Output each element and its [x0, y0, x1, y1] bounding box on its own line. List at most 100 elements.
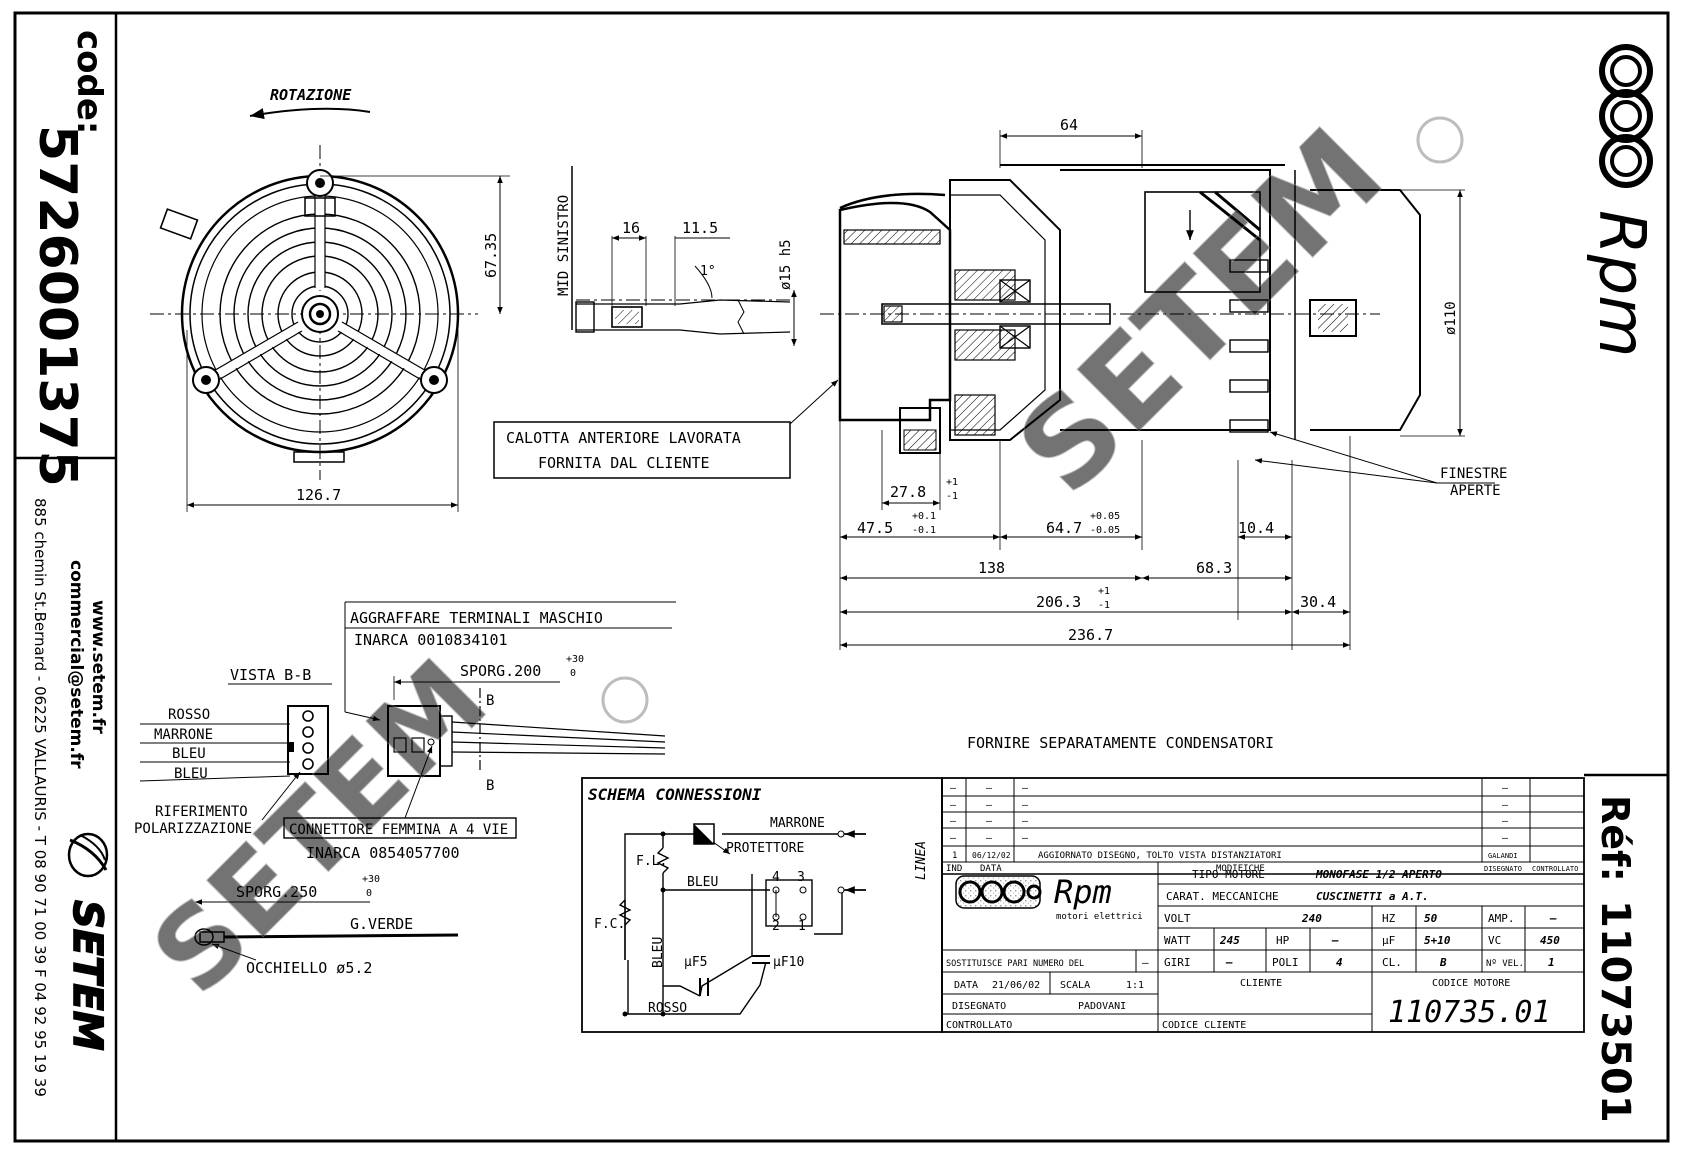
- rev-row-5-n: 1: [952, 851, 957, 861]
- crimp-note: AGGRAFFARE TERMINALI MASCHIO: [350, 609, 603, 627]
- side-dim-top: 64: [1060, 116, 1078, 134]
- sporg-200-tol-b: 0: [570, 668, 576, 679]
- sostituisce-value: –: [1142, 956, 1149, 969]
- hp-label: HP: [1276, 934, 1290, 947]
- left-side-band: code: 5726001375 www.setem.fr commercial…: [27, 30, 111, 1097]
- term-1: 1: [798, 919, 806, 934]
- shaft-angle: 1°: [700, 264, 716, 279]
- rev-row-1-t: –: [1022, 783, 1029, 794]
- schema-rosso: ROSSO: [648, 1001, 687, 1016]
- cliente-label: CLIENTE: [1240, 978, 1282, 989]
- female-conn: CONNETTORE FEMMINA A 4 VIE: [289, 822, 508, 838]
- scala-label: SCALA: [1060, 980, 1090, 991]
- sporg-200: SPORG.200: [460, 662, 541, 680]
- schema-title: SCHEMA CONNESSIONI: [588, 785, 762, 804]
- rev-row-2-s: –: [1502, 800, 1509, 811]
- rev-row-1-d: –: [986, 783, 993, 794]
- schema-fl: F.L.: [636, 854, 667, 869]
- connector-detail: AGGRAFFARE TERMINALI MASCHIO INARCA 0010…: [134, 601, 676, 977]
- hdr-modifiche: MODIFICHE: [1216, 864, 1265, 874]
- rev-row-5-d: 06/12/02: [972, 851, 1011, 860]
- capacitor-note: FORNIRE SEPARATAMENTE CONDENSATORI: [967, 734, 1274, 752]
- hdr-controllato: CONTROLLATO: [1532, 865, 1578, 873]
- rev-row-2-d: –: [986, 800, 993, 811]
- nvel-value: 1: [1548, 956, 1555, 969]
- rpm-logo-icon: [1599, 44, 1653, 188]
- volt-label: VOLT: [1164, 912, 1191, 925]
- tol-47-5-b: -0.1: [912, 525, 936, 536]
- side-dim-dia: ø110: [1443, 301, 1459, 335]
- dim-206-3: 206.3: [1036, 593, 1081, 611]
- dim-64-7: 64.7: [1046, 519, 1082, 537]
- tol-27-8-a: +1: [946, 477, 958, 488]
- rev-row-3-t: –: [1022, 816, 1029, 827]
- shaft-side-label: MID SINISTRO: [556, 195, 572, 296]
- disegnato-value: PADOVANI: [1078, 1001, 1126, 1012]
- cl-label: CL.: [1382, 956, 1402, 969]
- setem-logo-icon: [67, 832, 109, 878]
- callout-front-cap-line2: FORNITA DAL CLIENTE: [538, 454, 710, 472]
- shaft-dim-b: 11.5: [682, 219, 718, 237]
- term-4: 4: [772, 870, 780, 885]
- website: www.setem.fr: [88, 600, 108, 734]
- rev-row-3-d: –: [986, 816, 993, 827]
- outer-frame: [13, 11, 1670, 1143]
- dim-30-4: 30.4: [1300, 593, 1336, 611]
- title-logo-rpm: Rpm: [1054, 873, 1112, 911]
- vista-label: VISTA B-B: [230, 666, 311, 684]
- sporg-250-tol-b: 0: [366, 888, 372, 899]
- poli-value: 4: [1336, 956, 1343, 969]
- schema-bleu-2: BLEU: [651, 937, 666, 968]
- rev-row-1-n: –: [950, 783, 957, 794]
- address: 885 chemin St.Bernard - 06225 VALLAURIS …: [31, 498, 49, 1097]
- tipo-label: TIPO MOTORE: [1192, 868, 1265, 881]
- rev-row-4-n: –: [950, 833, 957, 844]
- dim-height: 67.35: [482, 233, 500, 278]
- giri-label: GIRI: [1164, 956, 1191, 969]
- code-number: 5726001375: [27, 125, 87, 487]
- dim-138: 138: [978, 559, 1005, 577]
- tol-206-3-b: -1: [1098, 600, 1110, 611]
- inarca-male: INARCA 0010834101: [354, 631, 508, 649]
- schema-linea: LINEA: [914, 841, 929, 880]
- watt-label: WATT: [1164, 934, 1191, 947]
- amp-label: AMP.: [1488, 912, 1515, 925]
- tol-64-7-b: -0.05: [1090, 525, 1120, 536]
- ref-label: Réf:: [1593, 795, 1637, 882]
- rotation-label: ROTAZIONE: [270, 86, 352, 104]
- codice-motore-value: 110735.01: [1388, 995, 1551, 1030]
- wire-bleu-2: BLEU: [174, 766, 208, 782]
- sporg-250-tol-a: +30: [362, 874, 380, 885]
- rev-row-5-t: AGGIORNATO DISEGNO, TOLTO VISTA DISTANZI…: [1038, 851, 1282, 861]
- eyelet: OCCHIELLO ø5.2: [246, 959, 372, 977]
- section-mark-top: B: [486, 693, 494, 709]
- callout-windows-line1: FINESTRE: [1440, 466, 1507, 482]
- amp-value: –: [1549, 912, 1557, 925]
- data-value: 21/06/02: [992, 980, 1040, 991]
- wire-bleu-1: BLEU: [172, 746, 206, 762]
- dim-47-5: 47.5: [857, 519, 893, 537]
- rev-row-4-t: –: [1022, 833, 1029, 844]
- tipo-value: MONOFASE 1/2 APERTO: [1315, 868, 1442, 881]
- vc-label: VC: [1488, 934, 1501, 947]
- rev-row-2-n: –: [950, 800, 957, 811]
- email: commercial@setem.fr: [66, 560, 86, 769]
- uf-label: µF: [1382, 934, 1395, 947]
- shaft-dim-dia: ø15 h5: [778, 239, 794, 290]
- dim-width: 126.7: [296, 486, 341, 504]
- polar-ref-2: POLARIZZAZIONE: [134, 821, 252, 837]
- right-side-band: Rpm Réf: 11073501: [1584, 44, 1668, 1123]
- carat-value: CUSCINETTI a A.T.: [1316, 890, 1429, 903]
- sostituisce-label: SOSTITUISCE PARI NUMERO DEL: [946, 959, 1084, 969]
- wire-marrone: MARRONE: [154, 727, 213, 743]
- rpm-title-logo-icon: [955, 875, 1042, 909]
- section-mark-bottom: B: [486, 778, 494, 794]
- tol-47-5-a: +0.1: [912, 511, 936, 522]
- schema-bleu-1: BLEU: [687, 875, 718, 890]
- tol-27-8-b: -1: [946, 491, 958, 502]
- rotation-arrow-icon: [249, 107, 371, 120]
- rev-row-5-s: GALANDI: [1488, 852, 1518, 860]
- setem-brand: SETEM: [64, 900, 110, 1051]
